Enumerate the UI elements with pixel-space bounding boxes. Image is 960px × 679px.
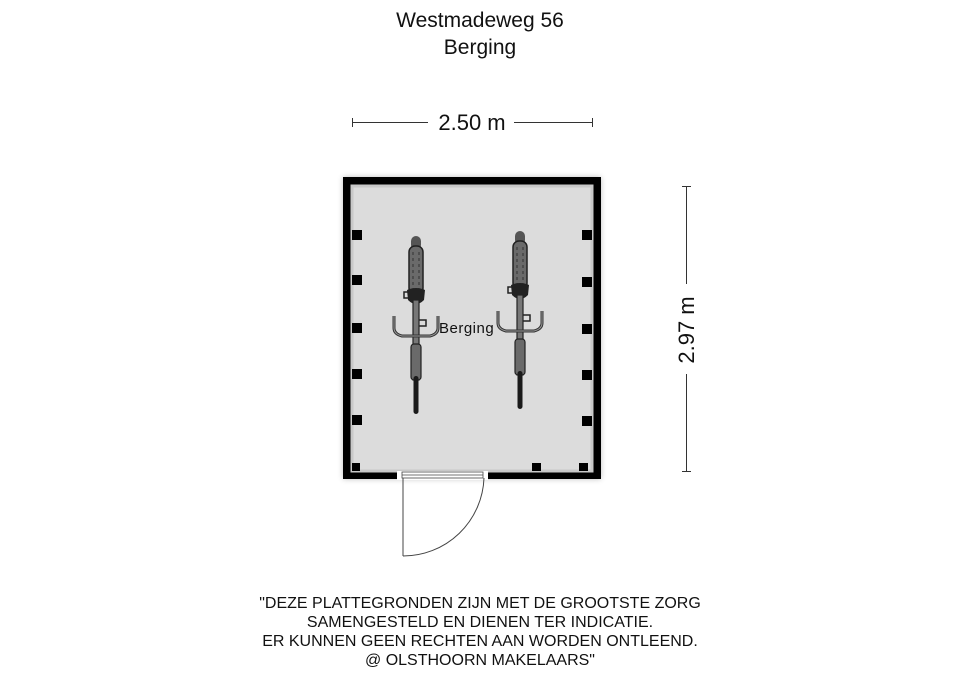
- width-dimension: 2.50 m: [350, 108, 594, 138]
- wall-pilasters-bottom: [352, 463, 588, 471]
- dimension-line: [686, 374, 687, 471]
- disclaimer: "DEZE PLATTEGRONDEN ZIJN MET DE GROOTSTE…: [0, 594, 960, 670]
- dimension-tick: [682, 471, 691, 472]
- room-label-berging: Berging: [439, 320, 495, 337]
- dimension-line: [686, 186, 687, 284]
- dimension-tick: [592, 118, 593, 127]
- disclaimer-line: ER KUNNEN GEEN RECHTEN AAN WORDEN ONTLEE…: [262, 633, 698, 650]
- dimension-line: [352, 122, 428, 123]
- door-swing-icon: [397, 471, 488, 557]
- wall-pilasters-right: [582, 230, 592, 426]
- depth-dimension: 2.97 m: [672, 186, 702, 472]
- floor-area: [352, 186, 592, 471]
- disclaimer-line: "DEZE PLATTEGRONDEN ZIJN MET DE GROOTSTE…: [259, 595, 701, 612]
- disclaimer-line: @ OLSTHOORN MAKELAARS": [365, 652, 595, 669]
- disclaimer-line: SAMENGESTELD EN DIENEN TER INDICATIE.: [306, 614, 654, 631]
- floor-title: Berging: [443, 36, 517, 59]
- wall-pilasters-left: [352, 230, 362, 425]
- dimension-line: [514, 122, 592, 123]
- address-title: Westmadeweg 56: [396, 9, 564, 32]
- width-label: 2.50 m: [438, 110, 506, 135]
